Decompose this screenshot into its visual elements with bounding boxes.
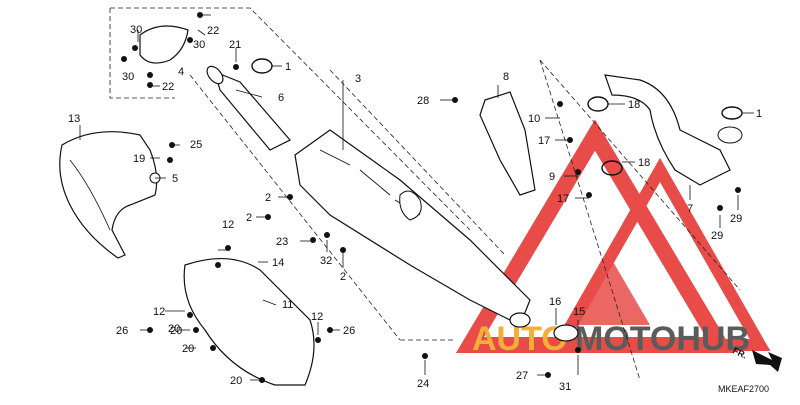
part-label: 24 <box>417 378 429 390</box>
part-label: 23 <box>276 236 288 248</box>
part-label: 22 <box>207 25 219 37</box>
part-label: 6 <box>278 92 284 104</box>
part-label: 17 <box>538 135 550 147</box>
callout-box-muffler <box>189 69 506 341</box>
clamp-part-18-b <box>601 160 623 176</box>
part-label: 11 <box>282 299 293 311</box>
part-label: 12 <box>153 306 165 318</box>
part-label: 31 <box>559 381 571 393</box>
part-label: 12 <box>222 219 234 231</box>
cover-edge-line <box>69 159 111 231</box>
lower-heat-shield-part-11 <box>183 257 315 386</box>
part-label: 10 <box>528 113 540 125</box>
part-label: 22 <box>162 81 174 93</box>
part-label: 30 <box>193 39 205 51</box>
part-label: 8 <box>503 71 509 83</box>
callout-box-exhaust-pipe <box>539 59 741 381</box>
part-label: 12 <box>311 311 323 323</box>
part-label: 13 <box>68 113 80 125</box>
part-label: 20 <box>230 375 242 387</box>
part-label: 25 <box>190 139 202 151</box>
part-label: 7 <box>687 203 693 215</box>
part-label: 2 <box>340 271 346 283</box>
part-label: 1 <box>756 108 762 120</box>
part-label: 2 <box>265 192 271 204</box>
part-label: 26 <box>343 325 355 337</box>
muffler-part-3 <box>294 129 531 326</box>
part-label: 26 <box>116 325 128 337</box>
part-label: 14 <box>272 257 284 269</box>
part-label: 20 <box>182 343 194 355</box>
bracket-part-8 <box>479 91 536 196</box>
part-label: 28 <box>417 95 429 107</box>
pipe-flange <box>717 126 743 144</box>
joint-part-15 <box>553 324 579 342</box>
exhaust-pipe-part-7 <box>604 74 731 186</box>
part-label: 27 <box>516 370 528 382</box>
part-label: 30 <box>122 71 134 83</box>
part-label: 1 <box>285 61 291 73</box>
part-label: 15 <box>573 306 585 318</box>
side-cover-part-13 <box>59 131 158 259</box>
part-label: 3 <box>355 73 361 85</box>
heat-guard-part-4 <box>139 25 189 64</box>
leader-lines <box>79 14 754 381</box>
part-label: 29 <box>711 230 723 242</box>
joint-pipe-part-6 <box>206 65 291 151</box>
gasket-part-1-b <box>721 106 743 120</box>
part-label: 32 <box>320 255 332 267</box>
part-label: 30 <box>130 24 142 36</box>
part-label: 20 <box>170 325 182 337</box>
part-label: 18 <box>638 157 650 169</box>
collar-part-16 <box>509 312 531 328</box>
part-label: 5 <box>172 173 178 185</box>
part-label: 17 <box>557 193 569 205</box>
muffler-bracket <box>399 190 422 221</box>
part-label: 21 <box>229 39 241 51</box>
part-label: 16 <box>549 296 561 308</box>
part-label: 2 <box>246 212 252 224</box>
part-labels: 1 1 2 2 2 3 4 5 6 7 8 9 10 11 12 12 12 1… <box>68 24 762 393</box>
part-label: 18 <box>628 99 640 111</box>
part-label: 20 <box>168 323 180 335</box>
part-label: 19 <box>133 153 145 165</box>
diagram-code: MKEAF2700 <box>718 384 769 394</box>
part-label: 29 <box>730 213 742 225</box>
callout-box-heat-shield-upper <box>109 7 471 231</box>
part-label: 9 <box>549 171 555 183</box>
clamp-part-18-a <box>587 96 609 112</box>
part-label: 4 <box>178 66 184 78</box>
gasket-part-1-a <box>251 58 273 74</box>
watermark-text-right: MOTOHUB <box>575 320 750 358</box>
